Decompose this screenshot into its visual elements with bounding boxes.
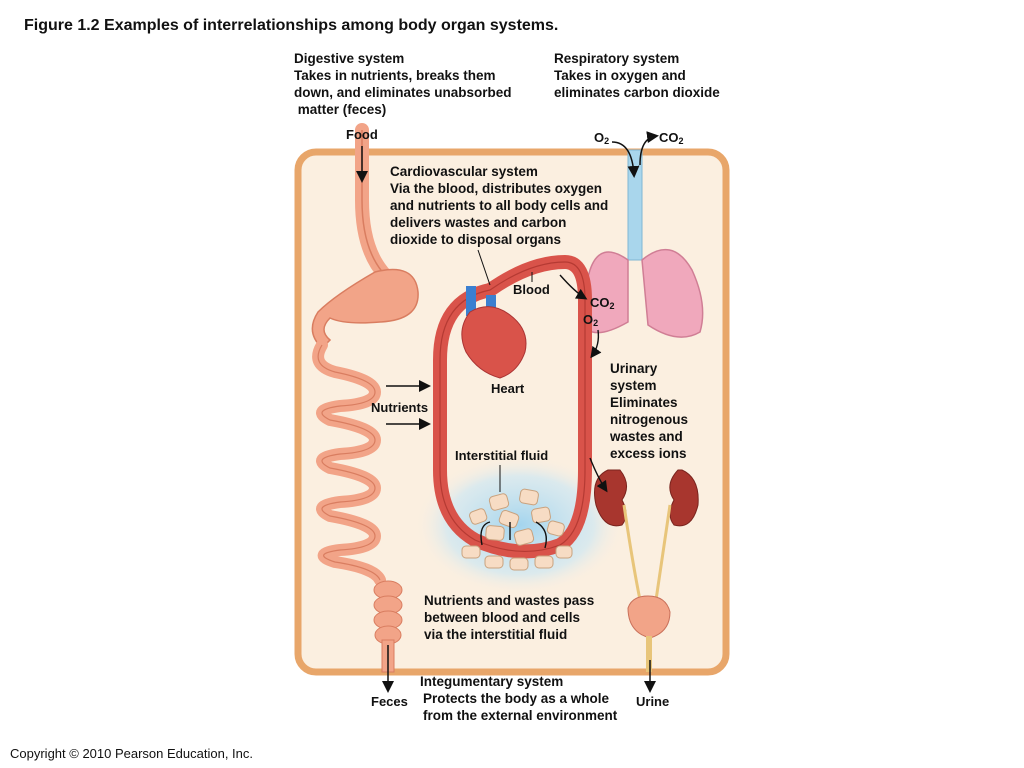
figure-title: Figure 1.2 Examples of interrelationship…: [24, 17, 559, 34]
co2-exhale-label: CO2: [659, 130, 684, 146]
cardiovascular-text-line: delivers wastes and carbon: [390, 215, 567, 230]
feces-label: Feces: [371, 694, 408, 709]
right-lung: [641, 248, 704, 338]
digestive-text-line: down, and eliminates unabsorbed: [294, 85, 512, 100]
urinary-system-heading: Urinary: [610, 361, 658, 376]
nutrients-label: Nutrients: [371, 400, 429, 415]
urinary-text-line: nitrogenous: [610, 412, 688, 427]
heart-label: Heart: [491, 381, 525, 396]
digestive-text-line: Takes in nutrients, breaks them: [294, 68, 496, 83]
co2-lung-label: CO2: [590, 295, 615, 311]
respiratory-system-heading: Respiratory system: [554, 51, 680, 66]
large-intestine: [373, 580, 403, 673]
stomach: [311, 268, 419, 350]
cardiovascular-text-line: and nutrients to all body cells and: [390, 198, 609, 213]
integumentary-text-line: from the external environment: [423, 708, 618, 723]
urinary-bladder: [627, 595, 671, 639]
tissue-cells: [461, 488, 573, 571]
interstitial-fluid-label: Interstitial fluid: [455, 448, 549, 463]
cardiovascular-system-heading: Cardiovascular system: [390, 164, 538, 179]
co2-out-arrow: [639, 131, 659, 166]
digestive-system-heading: Digestive system: [294, 51, 405, 66]
heart: [461, 286, 527, 379]
urinary-system-heading: system: [610, 378, 657, 393]
urinary-text-line: excess ions: [610, 446, 687, 461]
digestive-text-line: matter (feces): [294, 102, 387, 117]
blood-label: Blood: [513, 282, 550, 297]
exchange-text-line: Nutrients and wastes pass: [424, 593, 595, 608]
blood-to-lungs-arrow: [559, 274, 588, 300]
respiratory-system-block: Respiratory system Takes in oxygen and e…: [554, 50, 720, 101]
respiratory-text-line: Takes in oxygen and: [554, 68, 686, 83]
urinary-system-block: Urinary system Eliminates nitrogenous wa…: [610, 360, 688, 462]
exchange-text-line: between blood and cells: [424, 610, 581, 625]
integumentary-text-line: Protects the body as a whole: [423, 691, 610, 706]
urinary-text-line: wastes and: [610, 429, 683, 444]
integumentary-system-heading: Integumentary system: [420, 674, 564, 689]
right-kidney: [669, 469, 699, 527]
exchange-note: Nutrients and wastes pass between blood …: [424, 592, 594, 643]
urine-label: Urine: [636, 694, 670, 709]
digestive-system-block: Digestive system Takes in nutrients, bre…: [294, 50, 512, 118]
blood-to-kidney-arrow: [589, 457, 608, 493]
cardiovascular-leader: [477, 249, 491, 286]
integumentary-system-block: Integumentary system Protects the body a…: [420, 673, 617, 724]
cardiovascular-text-line: dioxide to disposal organs: [390, 232, 562, 247]
urinary-text-line: Eliminates: [610, 395, 678, 410]
o2-in-arrow: [611, 141, 640, 178]
food-label: Food: [346, 127, 378, 142]
cardiovascular-system-block: Cardiovascular system Via the blood, dis…: [390, 163, 608, 248]
respiratory-text-line: eliminates carbon dioxide: [554, 85, 720, 100]
lungs-to-blood-arrow: [590, 329, 602, 359]
o2-intake-label: O2: [594, 130, 610, 146]
trachea: [627, 149, 643, 261]
copyright-notice: Copyright © 2010 Pearson Education, Inc.: [10, 746, 254, 761]
interstitial-fluid-area: [415, 455, 625, 595]
o2-lung-label: O2: [583, 312, 599, 328]
cardiovascular-text-line: Via the blood, distributes oxygen: [390, 181, 603, 196]
exchange-text-line: via the interstitial fluid: [424, 627, 568, 642]
exchange-arrows: [480, 521, 548, 549]
